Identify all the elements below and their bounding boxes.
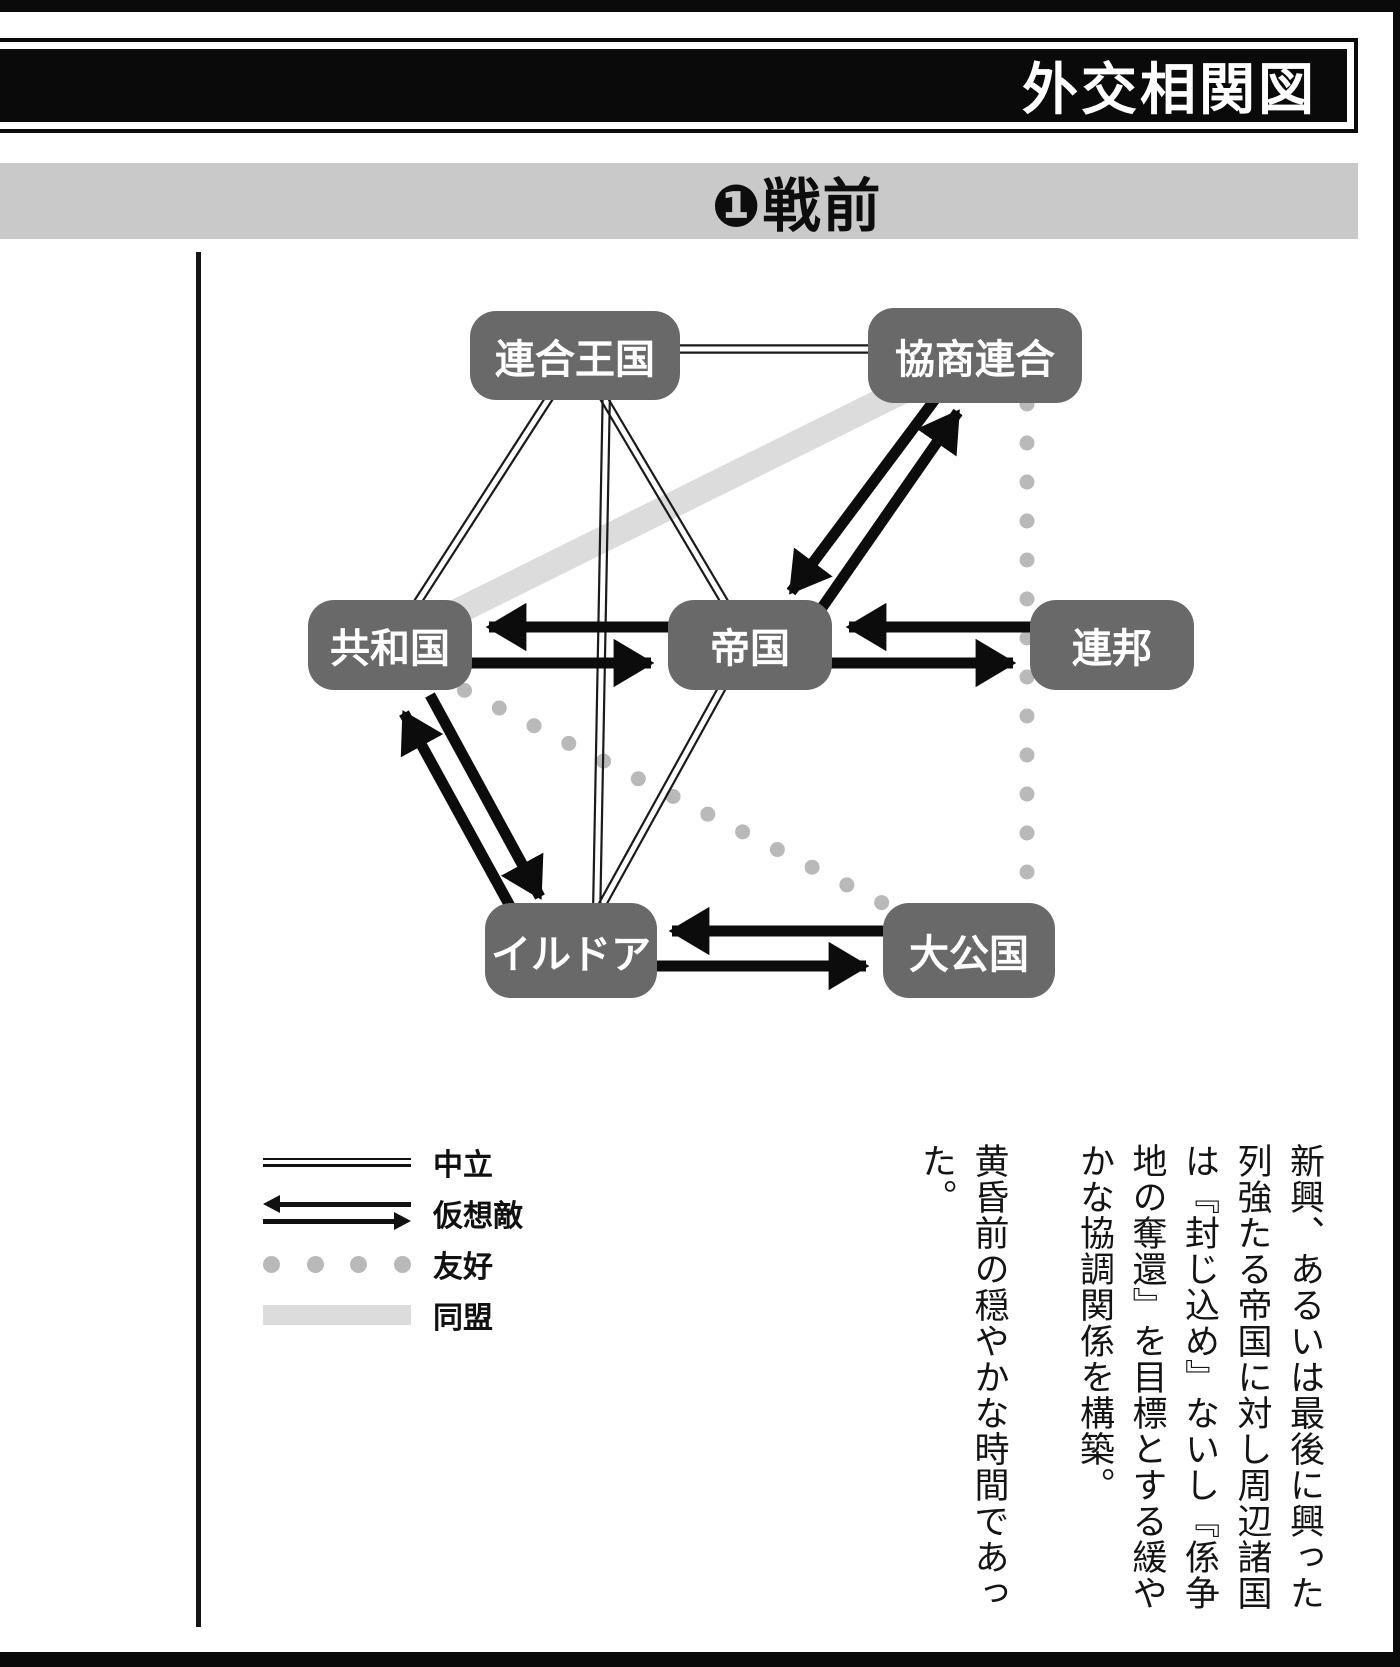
neutral-line-swatch	[263, 1157, 411, 1167]
edge-rivalry-republic-ildoa	[425, 692, 545, 900]
legend-row-rivalry: 仮想敵	[263, 1191, 523, 1235]
edge-neutral-empire-ildoa	[582, 651, 748, 948]
edge-neutral-uk-republic	[392, 359, 579, 648]
rivalry-right-arrow	[263, 1212, 411, 1230]
edge-alliance-republic-entente	[384, 343, 981, 657]
friendly-dots-swatch	[263, 1255, 411, 1273]
legend-label-neutral: 中立	[433, 1149, 493, 1182]
page-bottom-border	[0, 1652, 1400, 1667]
edge-neutral-empire-ildoa	[575, 647, 741, 944]
edge-rivalry-empire-entente	[814, 408, 963, 616]
edge-neutral-uk-empire	[582, 355, 755, 644]
edge-neutral-uk-ildoa	[591, 357, 605, 945]
legend-row-neutral: 中立	[263, 1140, 523, 1184]
legend-label-alliance: 同盟	[433, 1302, 493, 1335]
edge-neutral-uk-empire	[575, 359, 748, 648]
page-right-border	[1393, 0, 1400, 1667]
page-top-border	[0, 0, 1400, 12]
edge-rivalry-empire-entente	[786, 394, 941, 596]
edge-neutral-uk-republic	[386, 355, 573, 644]
legend: 中立 仮想敵 友好 同盟	[263, 1140, 523, 1344]
caption-text: 新興、あるいは最後に興った列強たる帝国に対し周辺諸国は『封じ込め』ないし『係争地…	[910, 1143, 1331, 1631]
legend-row-alliance: 同盟	[263, 1293, 523, 1337]
section-header: ❶戦前	[711, 174, 883, 239]
alliance-band-swatch	[263, 1305, 411, 1325]
edge-neutral-uk-ildoa	[598, 358, 612, 946]
caption-paragraph: 黄昏前の穏やかな時間であった。	[917, 1143, 1009, 1611]
edge-friendly-republic-duchy	[387, 647, 973, 953]
legend-label-rivalry: 仮想敵	[433, 1200, 523, 1233]
title-banner-fill: 外交相関図	[0, 49, 1347, 122]
rivalry-arrows-swatch	[263, 1195, 411, 1230]
rivalry-left-arrow	[263, 1195, 411, 1213]
caption-paragraph: 新興、あるいは最後に興った列強たる帝国に対し周辺諸国は『封じ込め』ないし『係争地…	[1075, 1143, 1324, 1611]
title-banner: 外交相関図	[0, 38, 1358, 133]
content-left-rule	[196, 252, 201, 1627]
legend-row-friendly: 友好	[263, 1242, 523, 1286]
page-title: 外交相関図	[1022, 58, 1317, 121]
section-header-bar: ❶戦前	[0, 163, 1358, 239]
legend-label-friendly: 友好	[433, 1251, 493, 1284]
